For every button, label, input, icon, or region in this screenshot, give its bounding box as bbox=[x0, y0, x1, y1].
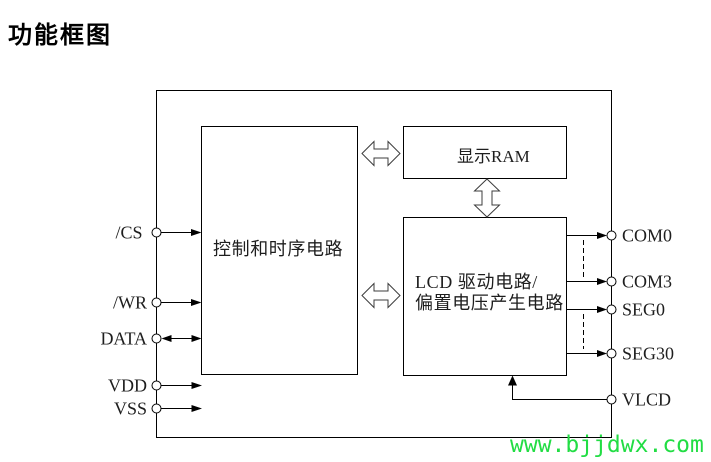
control-timing-box bbox=[201, 126, 358, 375]
pin-com0-arrowhead-icon bbox=[597, 232, 607, 239]
watermark-text: www.bjjdwx.com bbox=[510, 432, 704, 458]
pin-com0: COM0 bbox=[566, 226, 672, 246]
pin-com3-label: COM3 bbox=[622, 272, 672, 292]
pin-vdd: VDD bbox=[108, 376, 202, 396]
bus-control-lcd-double-arrow-icon bbox=[361, 282, 401, 309]
pin-com3-terminal bbox=[606, 276, 617, 287]
pin-wr-label: /WR bbox=[113, 293, 147, 313]
pin-cs-label: /CS bbox=[115, 223, 142, 243]
block-control-timing: 控制和时序电路 bbox=[201, 126, 358, 375]
pin-vlcd: VLCD bbox=[508, 375, 671, 410]
pin-com0-label: COM0 bbox=[622, 226, 672, 246]
pin-vdd-terminal bbox=[151, 380, 162, 391]
block-display-ram: 显示RAM bbox=[403, 126, 567, 179]
pin-cs: /CS bbox=[115, 223, 202, 243]
pin-vss: VSS bbox=[114, 399, 202, 419]
display-ram-box bbox=[403, 126, 567, 179]
pin-vlcd-terminal bbox=[606, 394, 617, 405]
pin-seg0-terminal bbox=[606, 304, 617, 315]
pin-wr: /WR bbox=[113, 293, 202, 313]
pin-seg0-arrowhead-icon bbox=[597, 306, 607, 313]
pin-data-terminal bbox=[151, 333, 162, 344]
pin-seg0-label: SEG0 bbox=[622, 300, 665, 320]
pin-data: DATA bbox=[100, 329, 202, 349]
page-title: 功能框图 bbox=[8, 21, 112, 49]
pin-cs-terminal bbox=[151, 227, 162, 238]
pin-data-label: DATA bbox=[100, 329, 147, 349]
pin-vlcd-label: VLCD bbox=[622, 390, 671, 410]
lcd-driver-label-line1: LCD 驱动电路/ bbox=[415, 272, 538, 292]
pin-wr-arrowhead-icon bbox=[191, 299, 202, 306]
chip-outline bbox=[156, 90, 612, 438]
pin-wr-terminal bbox=[151, 297, 162, 308]
pin-cs-arrowhead-icon bbox=[191, 229, 202, 236]
pin-seg0: SEG0 bbox=[566, 300, 665, 320]
pin-com3: COM3 bbox=[566, 272, 672, 292]
bus-control-ram-double-arrow-icon bbox=[361, 140, 401, 167]
pin-vss-label: VSS bbox=[114, 399, 147, 419]
pin-com3-arrowhead-icon bbox=[597, 278, 607, 285]
pin-vdd-label: VDD bbox=[108, 376, 147, 396]
pin-vlcd-line bbox=[512, 385, 607, 400]
pin-seg30-terminal bbox=[606, 348, 617, 359]
pin-seg30-arrowhead-icon bbox=[597, 350, 607, 357]
control-timing-label: 控制和时序电路 bbox=[213, 239, 343, 259]
bus-ram-lcd-double-arrow-icon bbox=[473, 178, 501, 218]
pin-vss-terminal bbox=[151, 403, 162, 414]
display-ram-label: 显示RAM bbox=[457, 147, 530, 166]
pin-vdd-arrowhead-icon bbox=[191, 382, 202, 389]
lcd-driver-box bbox=[403, 217, 567, 376]
block-lcd-driver-bias: LCD 驱动电路/ 偏置电压产生电路 bbox=[403, 217, 567, 376]
lcd-driver-label-line2: 偏置电压产生电路 bbox=[415, 293, 564, 313]
pin-vlcd-arrowhead-icon bbox=[508, 375, 517, 386]
pin-data-arrowhead-right-icon bbox=[191, 335, 202, 342]
pin-vss-arrowhead-icon bbox=[191, 405, 202, 412]
pin-com0-terminal bbox=[606, 230, 617, 241]
pin-data-arrowhead-left-icon bbox=[161, 335, 172, 342]
pin-seg30: SEG30 bbox=[566, 344, 674, 364]
pin-seg30-label: SEG30 bbox=[622, 344, 674, 364]
